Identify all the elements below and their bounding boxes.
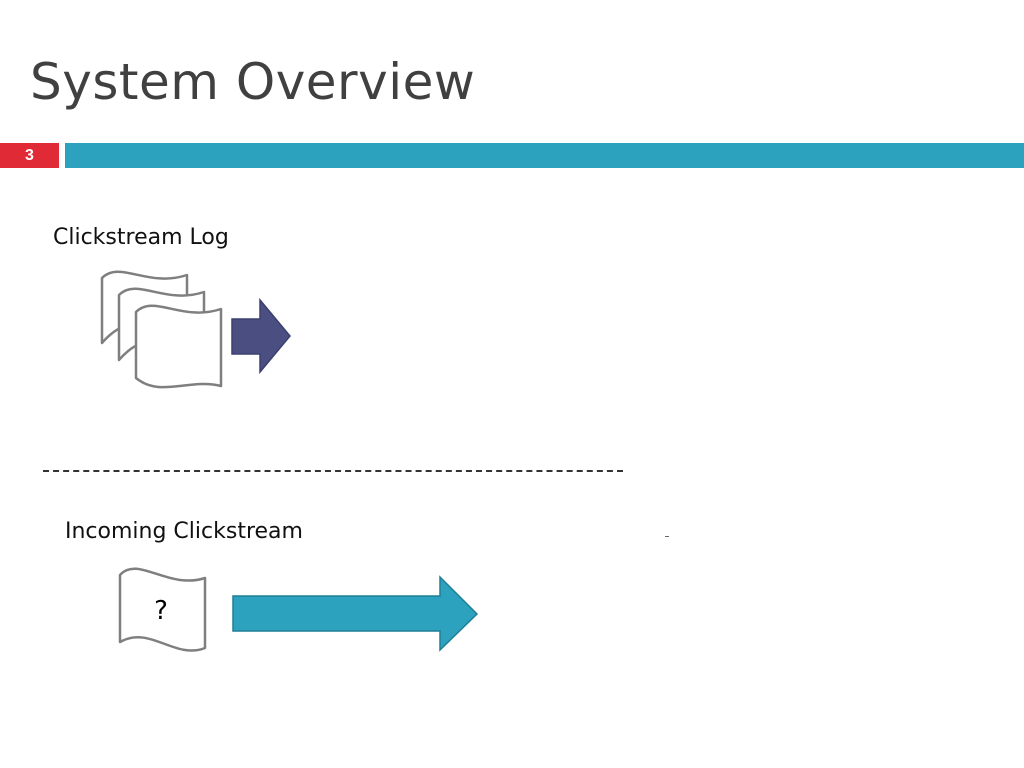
log-document-front [134, 304, 223, 389]
stray-mark [665, 536, 669, 537]
clickstream-log-label: Clickstream Log [53, 225, 229, 250]
header-accent-bar [65, 143, 1024, 168]
incoming-document-icon [118, 567, 207, 652]
section-divider-dashed [43, 470, 623, 472]
batch-flow-arrow [231, 297, 291, 375]
slide-number: 3 [25, 147, 34, 164]
clickstream-log-documents-icon [100, 270, 223, 389]
stream-flow-arrow [232, 575, 479, 652]
unknown-clickstream-marker: ? [154, 596, 168, 626]
slide-title: System Overview [30, 53, 476, 111]
slide-number-badge [0, 143, 59, 168]
incoming-clickstream-label: Incoming Clickstream [65, 519, 303, 544]
